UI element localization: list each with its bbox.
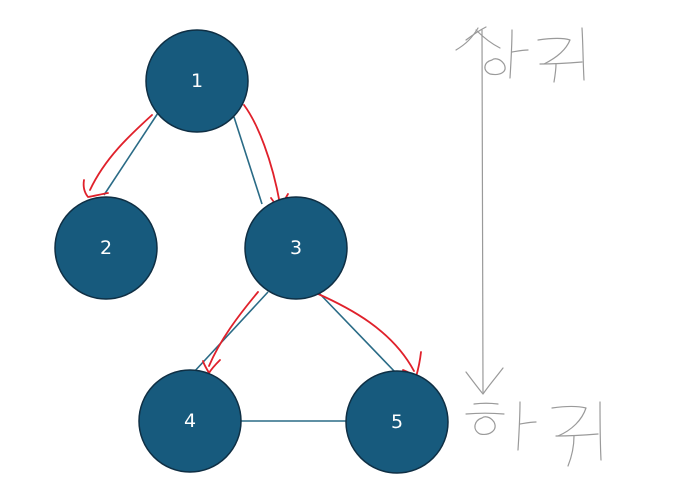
node-5: 5 <box>345 370 449 474</box>
node-4: 4 <box>138 369 242 473</box>
node-label: 4 <box>184 410 196 432</box>
arrow-1-2 <box>82 114 153 198</box>
edges <box>103 112 397 422</box>
edge-3-5 <box>317 291 397 374</box>
node-label: 3 <box>290 237 302 259</box>
handwritten-bottom-label <box>465 401 602 467</box>
arrow-1-3 <box>243 104 289 212</box>
node-1: 1 <box>145 29 249 133</box>
node-label: 1 <box>191 70 203 92</box>
node-3: 3 <box>244 196 348 300</box>
edge-3-4 <box>192 291 269 374</box>
node-label: 5 <box>391 411 403 433</box>
hierarchy-annotation <box>455 26 602 467</box>
handwritten-top-label <box>455 27 585 83</box>
node-2: 2 <box>54 196 158 300</box>
hierarchy-arrow <box>465 26 504 395</box>
edge-1-2 <box>103 112 159 196</box>
edge-1-3 <box>233 116 263 205</box>
node-label: 2 <box>100 237 112 259</box>
nodes: 1 2 3 4 5 <box>54 29 449 474</box>
